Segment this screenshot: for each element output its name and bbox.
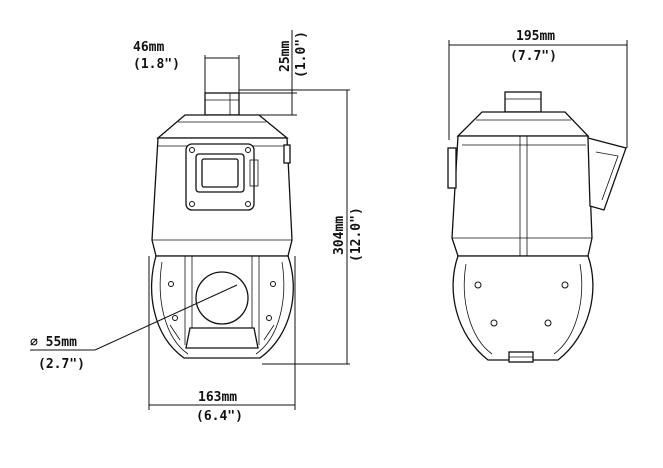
lens-diameter-inch: (2.7") (38, 357, 85, 372)
top-cap (156, 114, 289, 139)
side-top-cap (456, 111, 590, 137)
total-height-mm: 304mm (332, 216, 347, 255)
ptz-lens (195, 271, 249, 325)
front-dimension-lines (30, 30, 350, 410)
side-dimension-lines (448, 40, 628, 148)
side-bracket (587, 137, 627, 211)
depth-inch: (7.7") (510, 49, 557, 64)
mount-height-inch: (1.0") (294, 31, 309, 78)
side-mount-pipe (504, 91, 542, 113)
side-view (447, 91, 627, 363)
lens-diameter-mm: ∅ 55mm (30, 335, 77, 350)
body-width-mm: 163mm (198, 390, 237, 405)
depth-mm: 195mm (516, 29, 555, 44)
body-width-inch: (6.4") (196, 409, 243, 424)
front-view (150, 92, 294, 359)
side-ptz-dome (452, 255, 594, 361)
total-height-inch: (12.0") (349, 207, 364, 262)
mount-pipe (204, 92, 240, 116)
ptz-window (185, 327, 259, 349)
mount-width-mm: 46mm (133, 40, 164, 55)
mount-width-inch: (1.8") (133, 57, 180, 72)
mount-height-mm: 25mm (278, 41, 293, 72)
